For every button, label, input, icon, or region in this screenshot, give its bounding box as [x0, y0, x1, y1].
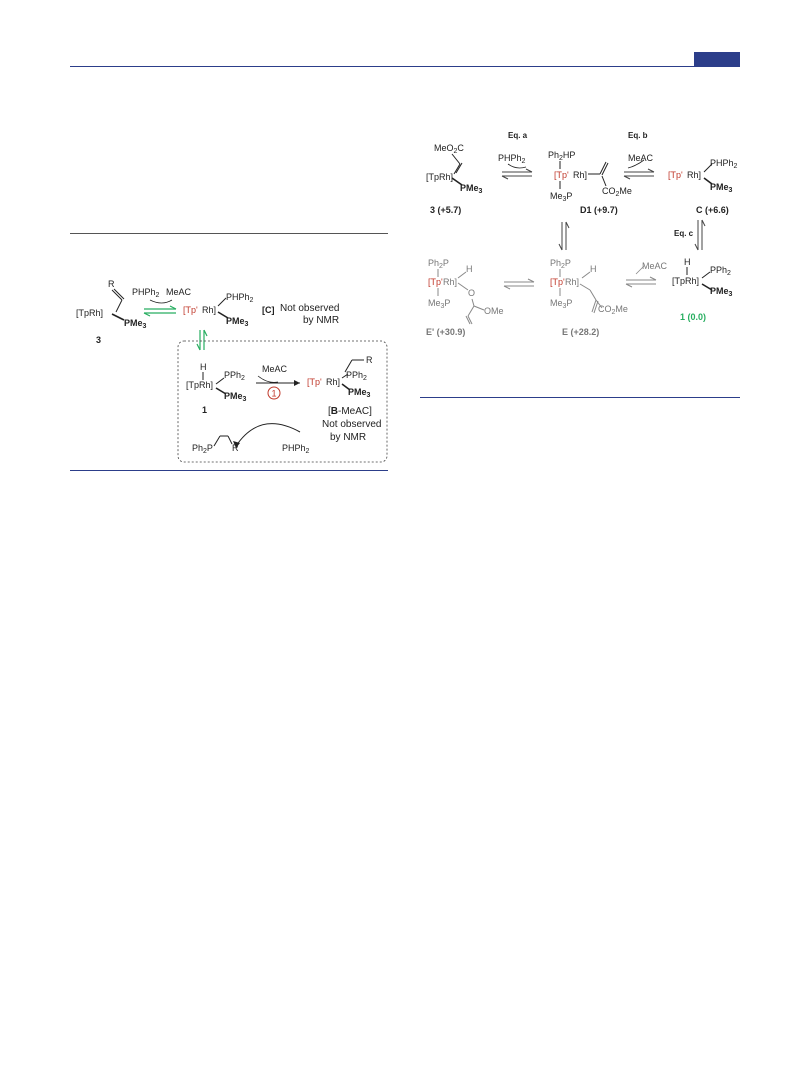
reagent-phosphine: PHPh2: [132, 287, 160, 299]
intermediate-c-tp: [Tp': [183, 305, 198, 315]
reagent-b: MeAC: [628, 153, 654, 163]
catalyst-1-ligand1: PPh2: [224, 370, 245, 382]
complex-e-ligand2: Me3P: [550, 298, 572, 310]
intermediate-c-ligand2: PMe3: [226, 316, 249, 328]
recycle-reagent: PHPh2: [282, 443, 310, 455]
complex-3-ester: MeO2C: [434, 143, 464, 155]
complex-c-rh: Rh]: [687, 170, 701, 180]
product-r: R: [232, 443, 239, 453]
catalyst-1-label: 1: [202, 405, 207, 415]
intermediate-c-note2: by NMR: [303, 315, 339, 326]
catalyst-1-metal: [TpRh]: [186, 380, 213, 390]
complex-e-prime-tp: [Tp': [428, 277, 443, 287]
complex-d1-ester: CO2Me: [602, 186, 632, 198]
reactant-3-label: 3: [96, 335, 101, 345]
eq-c-label: Eq. c: [674, 229, 694, 238]
complex-e-prime-rh: Rh]: [443, 277, 457, 287]
complex-e-prime-o: O: [468, 288, 475, 298]
catalyst-1-ligand2: PMe3: [224, 391, 247, 403]
intermediate-b-rh: Rh]: [326, 377, 340, 387]
intermediate-c-note1: Not observed: [280, 303, 339, 314]
complex-1-ligand1: PPh2: [710, 265, 731, 277]
complex-e-prime: Ph2P H [Tp' Rh] O OMe Me3P E' (+30.9): [426, 258, 504, 337]
intermediate-c-label: [C]: [262, 305, 275, 315]
header-rule: [70, 66, 740, 67]
complex-1-label: 1 (0.0): [680, 312, 706, 322]
complex-e-ligand1: Ph2P: [550, 258, 571, 270]
eq-b-label: Eq. b: [628, 131, 648, 140]
catalytic-cycle-box: [177, 340, 388, 463]
intermediate-b-substituent: R: [366, 355, 373, 365]
complex-e-prime-ligand2: Me3P: [428, 298, 450, 310]
complex-e-tp: [Tp': [550, 277, 565, 287]
complex-d1-tp: [Tp': [554, 170, 569, 180]
product: Ph2P R: [192, 435, 239, 455]
catalyst-circle-label: 1: [272, 389, 277, 399]
reagent-alkene: MeAC: [166, 287, 192, 297]
intermediate-b-note2: by NMR: [330, 432, 366, 443]
reactant-3-ligand: PMe3: [124, 318, 147, 330]
complex-e-ester: CO2Me: [598, 304, 628, 316]
catalyst-1: H PPh2 [TpRh] PMe3 1: [186, 362, 247, 415]
complex-e-label: E (+28.2): [562, 327, 599, 337]
complex-3-metal: [TpRh]: [426, 172, 453, 182]
complex-d1-label: D1 (+9.7): [580, 205, 618, 215]
left-figure-top-rule: [70, 233, 388, 234]
intermediate-c-rh: Rh]: [202, 305, 216, 315]
complex-e-rh: Rh]: [565, 277, 579, 287]
complex-c-label: C (+6.6): [696, 205, 729, 215]
complex-3-ligand: PMe3: [460, 183, 483, 195]
complex-3-label: 3 (+5.7): [430, 205, 461, 215]
complex-3: MeO2C [TpRh] PMe3 3 (+5.7): [426, 143, 483, 215]
product-p: Ph2P: [192, 443, 213, 455]
complex-1-metal: [TpRh]: [672, 276, 699, 286]
intermediate-c-ligand1: PHPh2: [226, 292, 254, 304]
complex-e: Ph2P H [Tp' Rh] CO2Me Me3P E (+28.2): [550, 258, 628, 337]
complex-d1-ligand1: Ph2HP: [548, 150, 575, 162]
complex-d1-rh: Rh]: [573, 170, 587, 180]
complex-c: [Tp' Rh] PHPh2 PMe3 C (+6.6): [668, 158, 738, 215]
reactant-3-substituent: R: [108, 279, 115, 289]
complex-c-tp: [Tp': [668, 170, 683, 180]
right-figure-bottom-rule: [420, 397, 740, 398]
intermediate-b-note1: Not observed: [322, 419, 381, 430]
intermediate-c: [Tp' Rh] PHPh2 PMe3 [C] Not observed by …: [183, 292, 339, 328]
complex-1-ligand2: PMe3: [710, 286, 733, 298]
step-reagent: MeAC: [262, 364, 288, 374]
intermediate-b-label: [B-MeAC]: [328, 406, 372, 417]
intermediate-b-tp: [Tp': [307, 377, 322, 387]
intermediate-b-ligand1: PPh2: [346, 370, 367, 382]
reagent-c: MeAC: [642, 261, 668, 271]
reactant-3-metal: [TpRh]: [76, 308, 103, 318]
catalyst-circle: [267, 386, 281, 400]
complex-1-h: H: [684, 257, 691, 267]
complex-1: H PPh2 [TpRh] PMe3 1 (0.0): [672, 257, 733, 322]
reagent-a: PHPh2: [498, 153, 526, 165]
complex-d1-ligand2: Me3P: [550, 191, 572, 203]
reactant-3: R [TpRh] PMe3 3: [76, 279, 147, 345]
complex-e-prime-label: E' (+30.9): [426, 327, 465, 337]
complex-d1: Ph2HP [Tp' Rh] CO2Me Me3P D1 (+9.7): [548, 150, 632, 215]
complex-c-ligand1: PHPh2: [710, 158, 738, 170]
catalyst-1-h: H: [200, 362, 207, 372]
header-tab: [694, 52, 740, 66]
intermediate-b: R [Tp' Rh] PPh2 PMe3 [B-MeAC] Not observ…: [307, 355, 381, 443]
complex-e-h: H: [590, 264, 597, 274]
eq-a-label: Eq. a: [508, 131, 528, 140]
complex-e-prime-ome: OMe: [484, 306, 504, 316]
complex-e-prime-ligand1: Ph2P: [428, 258, 449, 270]
complex-c-ligand2: PMe3: [710, 182, 733, 194]
intermediate-b-ligand2: PMe3: [348, 387, 371, 399]
left-figure-bottom-rule: [70, 470, 388, 471]
complex-e-prime-h: H: [466, 264, 473, 274]
